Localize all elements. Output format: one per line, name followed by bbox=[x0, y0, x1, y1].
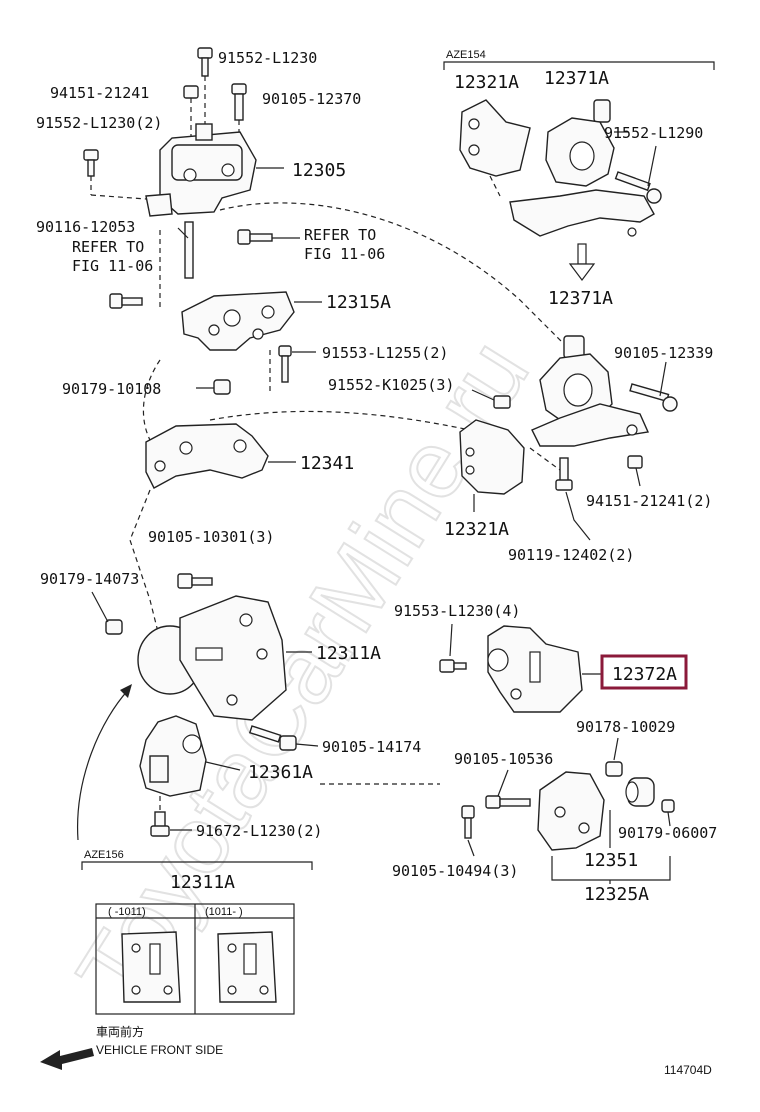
label-90179-10108: 90179-10108 bbox=[62, 380, 161, 398]
label-90179-06007: 90179-06007 bbox=[618, 824, 717, 842]
part-12351-bushing bbox=[625, 777, 655, 807]
flow-arrow-curve bbox=[76, 687, 131, 841]
bolt-91552-l1230-pair bbox=[83, 149, 99, 177]
inset-bracket-left bbox=[121, 931, 181, 1003]
part-12372a-mount bbox=[487, 625, 583, 713]
part-12311a-bracket bbox=[137, 595, 287, 721]
bolt-90105-10536 bbox=[485, 795, 531, 809]
part-12371a-mid bbox=[531, 335, 650, 447]
label-12361a: 12361A bbox=[248, 762, 313, 783]
nut-90178-10029 bbox=[605, 761, 623, 777]
part-12321a-bot bbox=[459, 419, 525, 495]
bolt-90105-10494 bbox=[461, 805, 475, 839]
label-91553-l1255-2: 91553-L1255(2) bbox=[322, 344, 448, 362]
inset-col2-header: (1011- ) bbox=[205, 906, 243, 918]
part-12371a-top bbox=[509, 99, 655, 237]
down-arrow-icon bbox=[568, 243, 596, 281]
label-91552-k1025-3: 91552-K1025(3) bbox=[328, 376, 454, 394]
label-90105-10301-3: 90105-10301(3) bbox=[148, 528, 274, 546]
label-91552-l1290: 91552-L1290 bbox=[604, 124, 703, 142]
part-12315a-bracket bbox=[181, 291, 295, 351]
bolt-91553-l1230 bbox=[439, 659, 467, 673]
label-12315a: 12315A bbox=[326, 292, 391, 313]
highlight-box-12372a bbox=[600, 654, 688, 690]
nut-94151-21241 bbox=[183, 85, 199, 99]
inset-title: AZE156 bbox=[84, 849, 124, 861]
bolt-refer-right bbox=[237, 229, 273, 245]
label-12311a: 12311A bbox=[316, 643, 381, 664]
label-refer-right-1: REFER TO bbox=[304, 226, 376, 244]
label-90105-12370: 90105-12370 bbox=[262, 90, 361, 108]
nut-90179-06007 bbox=[661, 799, 675, 813]
inset-bracket-right bbox=[217, 931, 277, 1003]
label-91672-l1230-2: 91672-L1230(2) bbox=[196, 822, 322, 840]
bolt-refer-left bbox=[109, 293, 143, 309]
part-12341-bracket bbox=[145, 423, 269, 489]
label-94151-21241: 94151-21241 bbox=[50, 84, 149, 102]
label-90105-12339: 90105-12339 bbox=[614, 344, 713, 362]
bolt-91553-l1255 bbox=[278, 345, 292, 383]
vehicle-front-arrow-icon bbox=[40, 1048, 94, 1070]
bolt-91672-l1230 bbox=[150, 811, 170, 837]
label-aze154: AZE154 bbox=[446, 49, 486, 61]
diagram-id: 114704D bbox=[664, 1063, 712, 1077]
label-12351: 12351 bbox=[584, 850, 638, 871]
part-12321a-top bbox=[459, 99, 531, 177]
label-12321a-bot: 12321A bbox=[444, 519, 509, 540]
inset-part-label: 12311A bbox=[170, 872, 235, 893]
bolt-90105-10301 bbox=[177, 573, 213, 589]
label-12341: 12341 bbox=[300, 453, 354, 474]
label-90116-12053: 90116-12053 bbox=[36, 218, 135, 236]
inset-col1-header: ( -1011) bbox=[108, 906, 146, 918]
bolt-91552-k1025 bbox=[493, 395, 511, 409]
label-12325a: 12325A bbox=[584, 884, 649, 905]
part-12325a-bracket bbox=[537, 771, 605, 851]
part-12361a-mount bbox=[139, 715, 207, 797]
bolt-90119-12402 bbox=[555, 457, 573, 491]
footer-en-text: VEHICLE FRONT SIDE bbox=[96, 1043, 223, 1057]
label-refer-left-2: FIG 11-06 bbox=[72, 257, 153, 275]
nut-90179-14073 bbox=[105, 619, 123, 635]
bolt-90105-14174 bbox=[248, 725, 297, 751]
label-12371a-mid: 12371A bbox=[548, 288, 613, 309]
bolt-90105-12370 bbox=[231, 83, 247, 121]
label-90178-10029: 90178-10029 bbox=[576, 718, 675, 736]
label-90105-10494-3: 90105-10494(3) bbox=[392, 862, 518, 880]
label-94151-21241-2: 94151-21241(2) bbox=[586, 492, 712, 510]
label-12371a-top: 12371A bbox=[544, 68, 609, 89]
label-12321a-top: 12321A bbox=[454, 72, 519, 93]
bolt-91552-l1230 bbox=[197, 47, 213, 77]
nut-94151-21241-pair bbox=[627, 455, 643, 469]
label-91553-l1230-4: 91553-L1230(4) bbox=[394, 602, 520, 620]
label-91552-l1230: 91552-L1230 bbox=[218, 49, 317, 67]
label-refer-right-2: FIG 11-06 bbox=[304, 245, 385, 263]
label-90105-14174: 90105-14174 bbox=[322, 738, 421, 756]
bolt-90105-12339 bbox=[629, 383, 678, 412]
label-12372a: 12372A bbox=[612, 664, 677, 685]
nut-90179-10108 bbox=[213, 379, 231, 395]
label-90105-10536: 90105-10536 bbox=[454, 750, 553, 768]
stud-90116-12053 bbox=[184, 221, 194, 279]
footer-jp-text: 車両前方 bbox=[96, 1024, 144, 1039]
label-refer-left-1: REFER TO bbox=[72, 238, 144, 256]
label-91552-l1230-2: 91552-L1230(2) bbox=[36, 114, 162, 132]
bracket-12325a bbox=[551, 856, 671, 881]
part-12305-mount bbox=[145, 123, 257, 217]
label-90179-14073: 90179-14073 bbox=[40, 570, 139, 588]
label-12305: 12305 bbox=[292, 160, 346, 181]
label-90119-12402-2: 90119-12402(2) bbox=[508, 546, 634, 564]
bolt-91552-l1290 bbox=[614, 171, 662, 204]
